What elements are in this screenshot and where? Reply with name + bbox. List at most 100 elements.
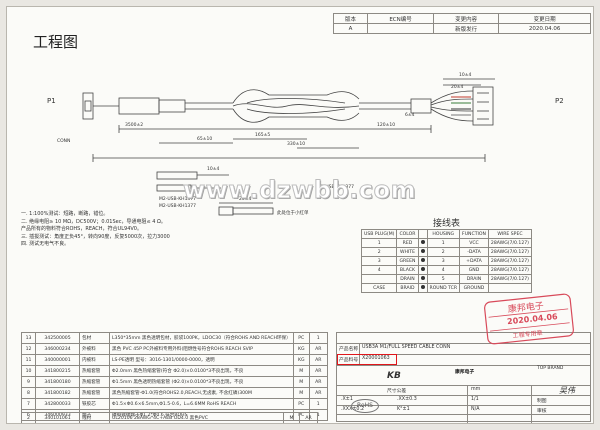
wire-cell: VCC bbox=[459, 238, 489, 248]
wire-header: COLOR bbox=[396, 229, 419, 239]
table-row: 2 WHITE 2 -DATA 28AWG(7/0.127) bbox=[360, 247, 532, 257]
wire-cell: 28AWG(7/0.127) bbox=[487, 265, 532, 275]
company-logo: KB bbox=[387, 371, 401, 381]
note-line: 四. 测试无电气不良。 bbox=[21, 241, 70, 248]
wire-cell: 28AWG(7/0.127) bbox=[487, 238, 532, 248]
dim-label: 120±10 bbox=[377, 123, 396, 128]
product-name-value: USB3A M1/FULL SPEED CABLE CONN bbox=[362, 345, 451, 350]
dim-label: 165±5 bbox=[255, 133, 271, 138]
company-name: 康邦电子 bbox=[455, 370, 475, 375]
wire-cell: 4 bbox=[426, 265, 461, 275]
wire-cell: 2 bbox=[426, 247, 461, 257]
wire-cell: -DATA bbox=[459, 247, 489, 257]
wire-cell: 1 bbox=[426, 238, 461, 248]
wire-cell: 5 bbox=[426, 274, 461, 284]
wire-cell: GREEN bbox=[396, 256, 419, 266]
p1-connector-icon bbox=[82, 92, 94, 120]
title-block: 产品名称 USB3A M1/FULL SPEED CABLE CONN 产品料号… bbox=[336, 293, 591, 423]
product-no-label: 产品料号 bbox=[339, 358, 359, 363]
tolerance-label: 尺寸公差 bbox=[387, 389, 407, 394]
wire-cell: 28AWG(7/0.127) bbox=[487, 256, 532, 266]
wire-cell: 3 bbox=[426, 256, 461, 266]
cable-code: M2-USB-KH1377 bbox=[159, 204, 197, 209]
company-stamp: 康邦电子 2020.04.06 工程专用章 bbox=[483, 293, 575, 346]
dim-label: 20±4 bbox=[451, 85, 464, 90]
note-line: 三. 插拔测试：角度正负45°，转向90度，反复5000次，拉力3000 bbox=[21, 233, 170, 240]
connector-note: CONN bbox=[57, 139, 71, 144]
revision-table: 版本 ECN编号 变更内容 变更日期 A 新版发行 2020.04.06 bbox=[333, 13, 591, 34]
wire-cell: BLACK bbox=[396, 265, 419, 275]
wire-cell: 1 bbox=[360, 238, 398, 248]
dim-label: 10±4 bbox=[459, 73, 472, 78]
bullet-icon bbox=[420, 267, 425, 272]
rev-cell bbox=[366, 23, 435, 34]
cable-drawing bbox=[82, 78, 495, 216]
sheet-value: N/A bbox=[471, 407, 480, 412]
wire-cell: ROUND TCR bbox=[426, 283, 461, 293]
product-no-value: X20001063 bbox=[362, 356, 390, 361]
cable-code: M1-USB-KH1377 bbox=[317, 185, 355, 190]
p1-label: P1 bbox=[47, 97, 56, 105]
table-row: CASE BRAID ROUND TCR GROUND bbox=[360, 283, 532, 293]
watermark: www.dzwbb.com bbox=[182, 176, 417, 205]
note-line: 二. 绝缘电阻≥ 10 MΩ，DC500V；0.01Sec，导通电阻≤ 4 Ω。 bbox=[21, 218, 166, 225]
approved-by-label: 审核 bbox=[537, 409, 547, 414]
wire-cell: RED bbox=[396, 238, 419, 248]
wire-cell: 3 bbox=[360, 256, 398, 266]
wire-cell: GROUND bbox=[459, 283, 489, 293]
wire-cell bbox=[487, 283, 532, 293]
table-row: 1 RED 1 VCC 28AWG(7/0.127) bbox=[360, 238, 532, 248]
wire-cell: BRAID bbox=[396, 283, 419, 293]
wire-header: HOUSING bbox=[426, 229, 461, 239]
page-title: 工程图 bbox=[33, 33, 79, 51]
wire-cell: WHITE bbox=[396, 247, 419, 257]
engineering-drawing-sheet: 工程图 版本 ECN编号 变更内容 变更日期 A 新版发行 2020.04.06 bbox=[6, 6, 594, 424]
usb-plug-icon bbox=[118, 97, 160, 115]
signature: 吴伟 bbox=[559, 386, 575, 395]
highlight-box bbox=[337, 354, 397, 365]
wire-header: WIRE SPEC bbox=[487, 229, 532, 239]
note-line: 产品所有的物料符合ROHS，REACH，符合UL94V0。 bbox=[21, 226, 142, 233]
rev-cell: 新版发行 bbox=[433, 23, 500, 34]
p2-connector-icon bbox=[472, 86, 494, 126]
bullet-icon bbox=[420, 249, 425, 254]
drawn-by-label: 制图 bbox=[537, 399, 547, 404]
rohs-mark: RoHS bbox=[351, 399, 379, 413]
test-notes: 一. 1:100%测试：短路，断路，错位。 二. 绝缘电阻≥ 10 MΩ，DC5… bbox=[21, 211, 170, 249]
wire-cell: CASE bbox=[360, 283, 398, 293]
wire-table: USB PLUG(M) COLOR HOUSING FUNCTION WIRE … bbox=[360, 229, 532, 293]
dim-label: 20±4 bbox=[239, 197, 252, 202]
table-row: USB PLUG(M) COLOR HOUSING FUNCTION WIRE … bbox=[360, 229, 532, 239]
dim-label: 65±10 bbox=[197, 137, 213, 142]
rev-cell: 2020.04.06 bbox=[498, 23, 591, 34]
bullet-icon bbox=[420, 258, 425, 263]
dim-label: 10±4 bbox=[207, 167, 220, 172]
wire-cell: +DATA bbox=[459, 256, 489, 266]
dim-label: 3500±2 bbox=[125, 123, 144, 128]
scale-value: 1/1 bbox=[471, 397, 479, 402]
wire-cell: 28AWG(7/0.127) bbox=[487, 247, 532, 257]
tol-xx: .XX±0.3 bbox=[397, 397, 417, 402]
cable-code: M2-USB-KH1377 bbox=[159, 197, 197, 202]
tol-x: .X±1 bbox=[341, 397, 353, 402]
wire-cell bbox=[360, 274, 398, 284]
bullet-icon bbox=[420, 276, 425, 281]
part-label: 此处位于小红单 bbox=[277, 211, 309, 216]
wire-cell: 2 bbox=[360, 247, 398, 257]
table-row: 3 GREEN 3 +DATA 28AWG(7/0.127) bbox=[360, 256, 532, 266]
company-sub: TOP BRAND bbox=[537, 366, 564, 371]
wire-cell: 4 bbox=[360, 265, 398, 275]
product-name-label: 产品名称 bbox=[339, 347, 359, 352]
p2-label: P2 bbox=[555, 97, 564, 105]
wire-cell: DRAIN bbox=[396, 274, 419, 284]
table-row: 4 BLACK 4 GND 28AWG(7/0.127) bbox=[360, 265, 532, 275]
